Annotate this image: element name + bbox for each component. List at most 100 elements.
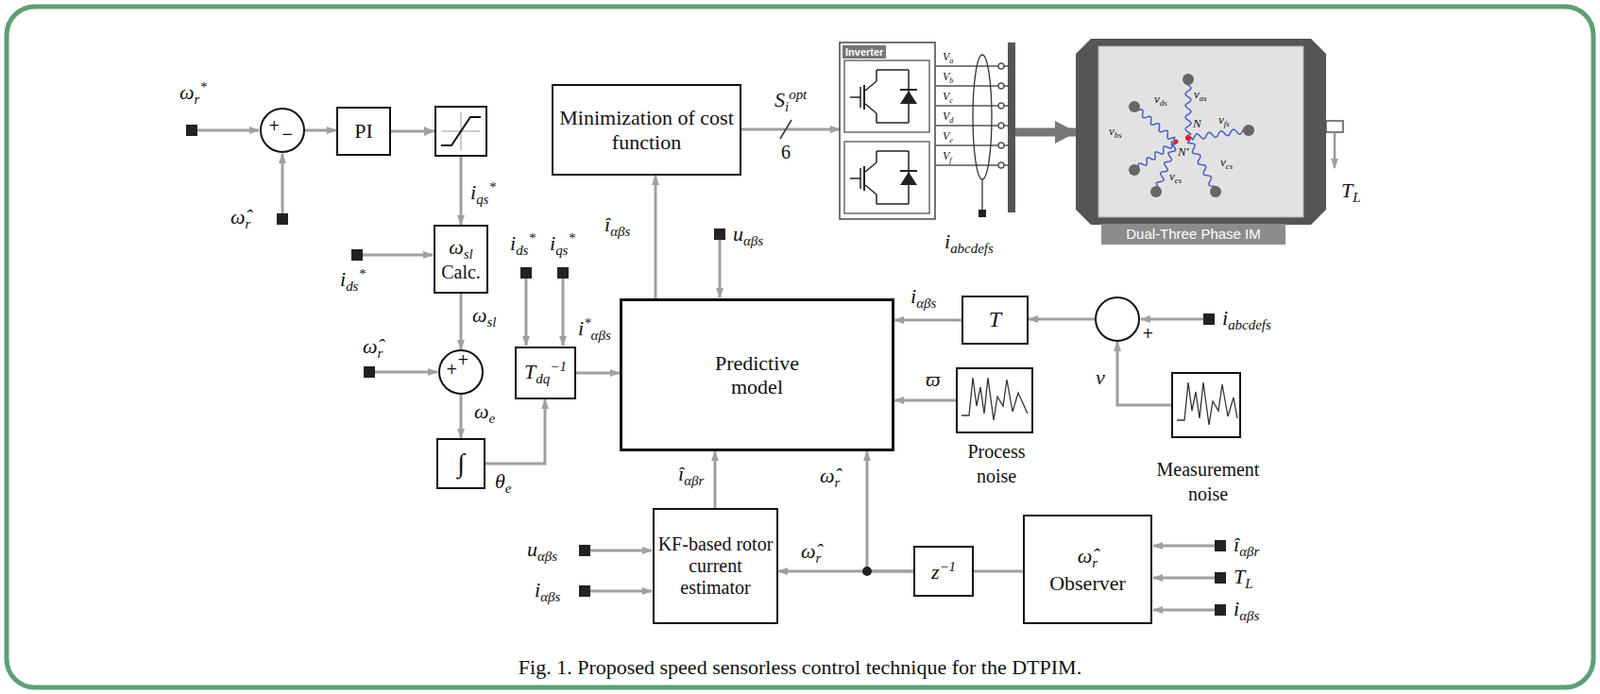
subscript: αβs	[591, 327, 612, 343]
noise-waveform	[961, 377, 1028, 421]
symbol: T	[524, 359, 536, 384]
symbol: V	[942, 50, 950, 64]
neutral-point	[1174, 139, 1179, 145]
signal-connector	[654, 175, 658, 299]
node-text: Dual-Three Phase IM	[1101, 223, 1286, 245]
signal-label: vfs	[1218, 113, 1230, 130]
signal-wire	[197, 130, 1215, 611]
symbol: T	[1341, 178, 1353, 203]
node-text: Process noise	[953, 439, 1039, 489]
signal-label: îαβs	[602, 213, 632, 239]
signal-wire	[561, 278, 565, 346]
subscript: c	[949, 96, 954, 105]
signal-label: N′	[1177, 145, 1190, 159]
integrator: ∫	[436, 438, 486, 490]
subscript: r	[245, 216, 252, 232]
input-terminal	[351, 249, 363, 261]
symbol: ω	[448, 235, 464, 259]
signal-wire	[1153, 609, 1215, 613]
subscript: e	[489, 410, 496, 426]
subscript: qs	[476, 191, 489, 207]
signal-label: ϖ	[923, 368, 943, 392]
signal-connector	[1117, 341, 1172, 406]
signal-label: N	[1192, 117, 1202, 131]
superscript: *	[357, 266, 365, 282]
symbol: N	[1192, 116, 1202, 131]
symbol: ω	[474, 399, 490, 424]
signal-label: ω̂r	[817, 464, 842, 491]
signal-label: iabcdefs	[944, 230, 994, 256]
signal-wire	[718, 239, 722, 298]
input-terminal	[557, 267, 569, 279]
node-text: Inverter	[842, 45, 886, 59]
signal-label: Siopt	[772, 86, 809, 115]
subscript: i	[784, 99, 789, 115]
symbol: V	[942, 149, 950, 163]
signal-wire	[197, 129, 259, 133]
subscript: a	[949, 56, 954, 66]
signal-label: Ve	[942, 130, 954, 146]
subscript: cs	[1225, 161, 1233, 171]
node-text: Minimization of cost function	[559, 105, 734, 154]
subscript: r	[377, 345, 384, 361]
signal-wire	[281, 153, 285, 214]
stator-winding	[1134, 106, 1176, 142]
junction-dot	[862, 566, 872, 577]
text-stack: Minimization of cost function	[553, 85, 740, 174]
symbol: ω	[179, 80, 195, 104]
signal-wire	[374, 371, 438, 375]
slip-calculator: ωslCalc.	[433, 224, 489, 294]
subscript: e	[949, 136, 954, 145]
motor-drawing	[1090, 38, 1311, 225]
subscript: r	[834, 475, 841, 491]
signal-label: vbs	[1108, 124, 1123, 141]
input-terminal	[186, 124, 1226, 616]
signal-connector	[459, 394, 463, 439]
superscript: *	[583, 315, 591, 331]
signal-label: Vf	[942, 150, 953, 166]
terminal-dot	[1242, 124, 1255, 137]
symbol: z	[931, 560, 940, 584]
input-terminal	[1214, 572, 1226, 584]
signal-label: ν	[1093, 366, 1107, 390]
terminal-dot	[1209, 186, 1222, 198]
signal-label: uαβs	[732, 222, 764, 249]
signal-wire	[362, 254, 433, 257]
subscript: abcdefs	[950, 240, 994, 256]
signal-label: θe	[493, 470, 513, 496]
input-terminal	[186, 124, 198, 137]
noise-source: Measurement noise	[1171, 372, 1242, 439]
signal-label: iqs*	[549, 230, 576, 258]
node-text: Tdq−1	[524, 358, 567, 388]
symbol: i	[944, 229, 951, 254]
subscript: r	[1091, 555, 1098, 571]
signal-label: vas	[1193, 87, 1208, 104]
superscript: *	[567, 230, 575, 246]
signal-wire	[525, 278, 528, 346]
node-text: Calc.	[441, 261, 481, 284]
symbol: ω̂	[1077, 544, 1093, 568]
inverter-drawing	[839, 42, 936, 220]
wire-terminal	[998, 162, 1005, 169]
text-stack: T	[963, 297, 1027, 343]
symbol: i	[340, 267, 346, 291]
symbol: u	[732, 221, 744, 246]
symbol: v	[1220, 154, 1226, 170]
summing-junction: +−	[259, 107, 306, 154]
terminal-dot	[1128, 101, 1141, 113]
phase-wire	[935, 124, 1008, 127]
node-text: −	[281, 127, 294, 142]
node-text: Measurement noise	[1146, 457, 1270, 507]
symbol: V	[942, 89, 950, 103]
motor-drawing	[1075, 38, 1344, 225]
subscript: L	[1244, 576, 1253, 592]
input-terminal	[714, 228, 726, 240]
signal-label: vcs	[1220, 155, 1233, 172]
text-stack: Predictive model	[622, 301, 892, 449]
subscript: as	[1199, 93, 1208, 103]
node-text: ωsl	[448, 235, 474, 263]
signal-label: ids*	[340, 266, 366, 294]
node-text: ω̂r	[1077, 544, 1098, 572]
wire-terminal	[998, 102, 1005, 109]
noise-waveform	[1176, 382, 1238, 426]
